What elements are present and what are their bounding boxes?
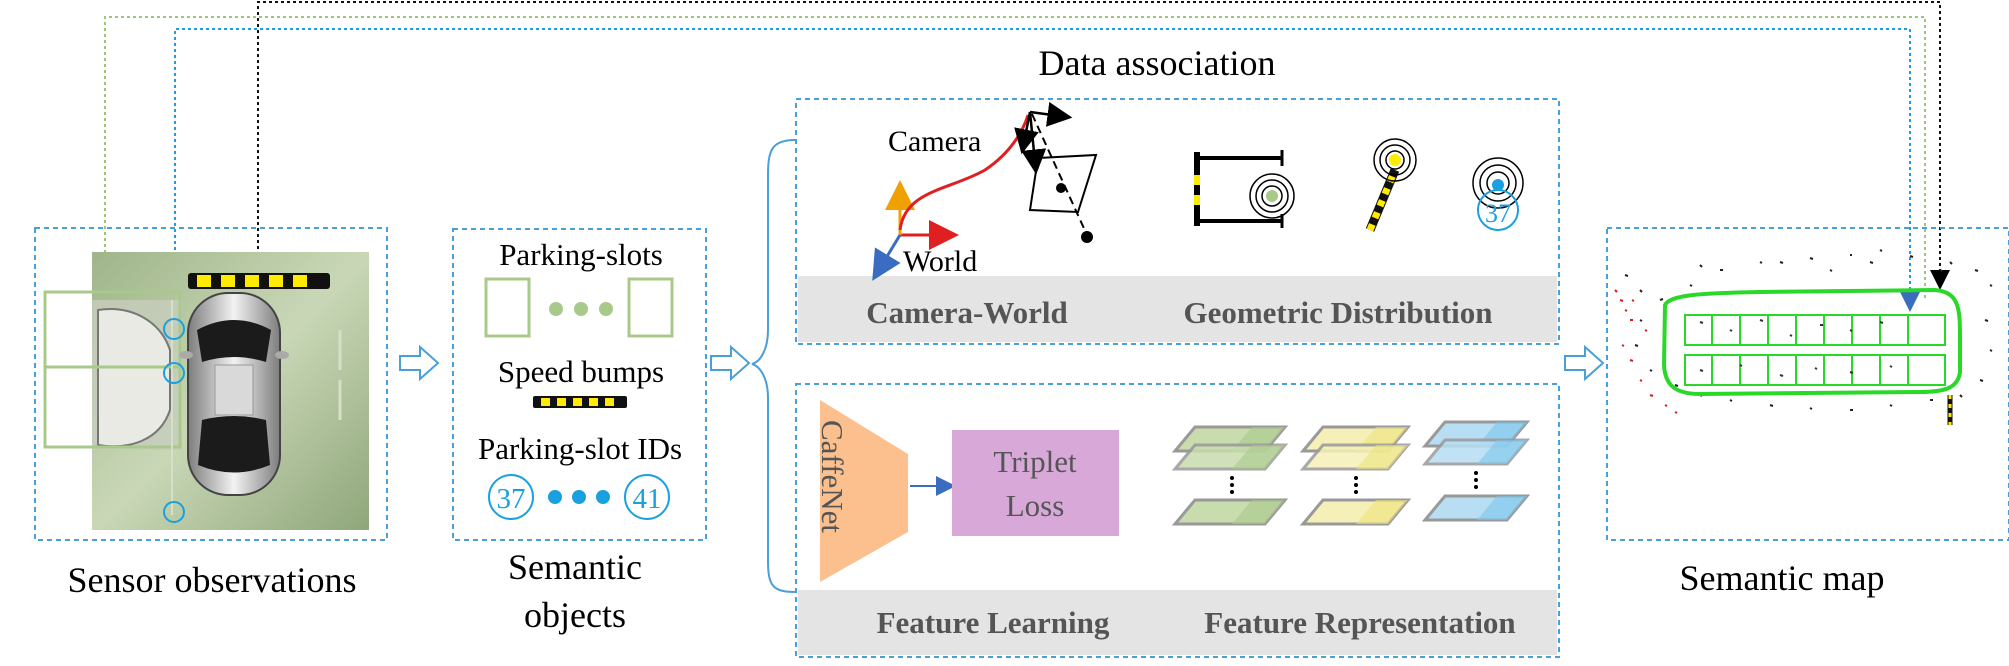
caption-semantic-map: Semantic map [1680,558,1885,598]
speed-bump-icon [533,396,627,408]
id-on-map-text: 37 [1485,199,1511,228]
feature-stack-green [1171,425,1289,526]
label-camera: Camera [888,125,981,158]
id-end-text: 41 [633,483,662,515]
label-parking-slot-ids: Parking-slot IDs [478,431,682,466]
triplet-loss-block [952,430,1119,536]
caffenet-block [820,400,908,582]
label-feature-learning: Feature Learning [877,605,1110,640]
id-start-text: 37 [497,483,526,515]
feature-stack-yellow [1299,425,1412,526]
id-marker-3 [163,501,185,523]
label-world: World [903,245,977,278]
speed-bump-observation [188,273,330,289]
label-camera-world: Camera-World [866,295,1067,330]
flow-arrow-2 [710,344,751,382]
label-triplet: Triplet [993,444,1077,479]
map-dashed-box [1606,227,2009,541]
sensor-observations-panel [34,227,388,541]
feedback-lines [104,1,1950,312]
label-geometric-distribution: Geometric Distribution [1183,295,1492,330]
upper-gray-band [798,276,1557,342]
upper-dashed-box [795,98,1560,345]
data-association-lower-panel: CaffeNet Triplet Loss [795,383,1560,658]
semantic-objects-panel: Parking-slots Speed bumps Parking-slot I… [452,228,707,541]
bump-geometry-icon [1365,138,1417,232]
ellipsis-dot [549,302,563,316]
ellipsis-dot [572,490,586,504]
id-circle-end [624,474,670,520]
id-geometry-icon: 37 [1472,157,1524,231]
map-slot-grid [1684,314,1946,386]
label-caffenet: CaffeNet [815,420,850,533]
map-slot-dark-marks [1699,319,1893,377]
id-marker-2 [163,362,185,384]
lower-dashed-box [795,383,1560,658]
slot-icon-left [484,277,531,338]
parked-car-left [92,300,182,450]
ego-car [179,292,289,496]
data-association-upper-panel: Camera World [795,98,1560,345]
semantic-map-panel [1606,227,2009,541]
label-speed-bumps: Speed bumps [498,354,664,389]
id-marker-1 [163,318,185,340]
ellipsis-dot [596,490,610,504]
label-loss: Loss [1006,488,1065,523]
label-parking-slots: Parking-slots [499,237,663,272]
id-circle-start [488,474,534,520]
caption-sensor-observations: Sensor observations [68,560,357,600]
lower-gray-band [798,590,1557,655]
slot-geometry-icon [1194,150,1295,228]
curly-brace [751,139,796,593]
image-plane [1028,153,1098,214]
slot-icon-right [627,277,674,338]
sensor-dashed-box [34,227,388,541]
caption-data-association: Data association [1039,43,1276,83]
semantic-dashed-box [452,228,707,541]
flow-arrow-1 [399,344,440,382]
feature-stack-blue [1421,420,1531,522]
map-point-cloud [1614,249,1993,414]
caption-semantic-objects-1: Semantic [508,547,642,587]
ellipsis-dot [599,302,613,316]
ellipsis-dot [574,302,588,316]
flow-arrow-3 [1564,344,1605,382]
map-trajectory-loop [1661,287,1962,397]
ellipsis-dot [548,490,562,504]
slot-outline-bottom [43,365,182,449]
caption-semantic-objects-2: objects [524,595,626,635]
label-feature-representation: Feature Representation [1204,605,1515,640]
